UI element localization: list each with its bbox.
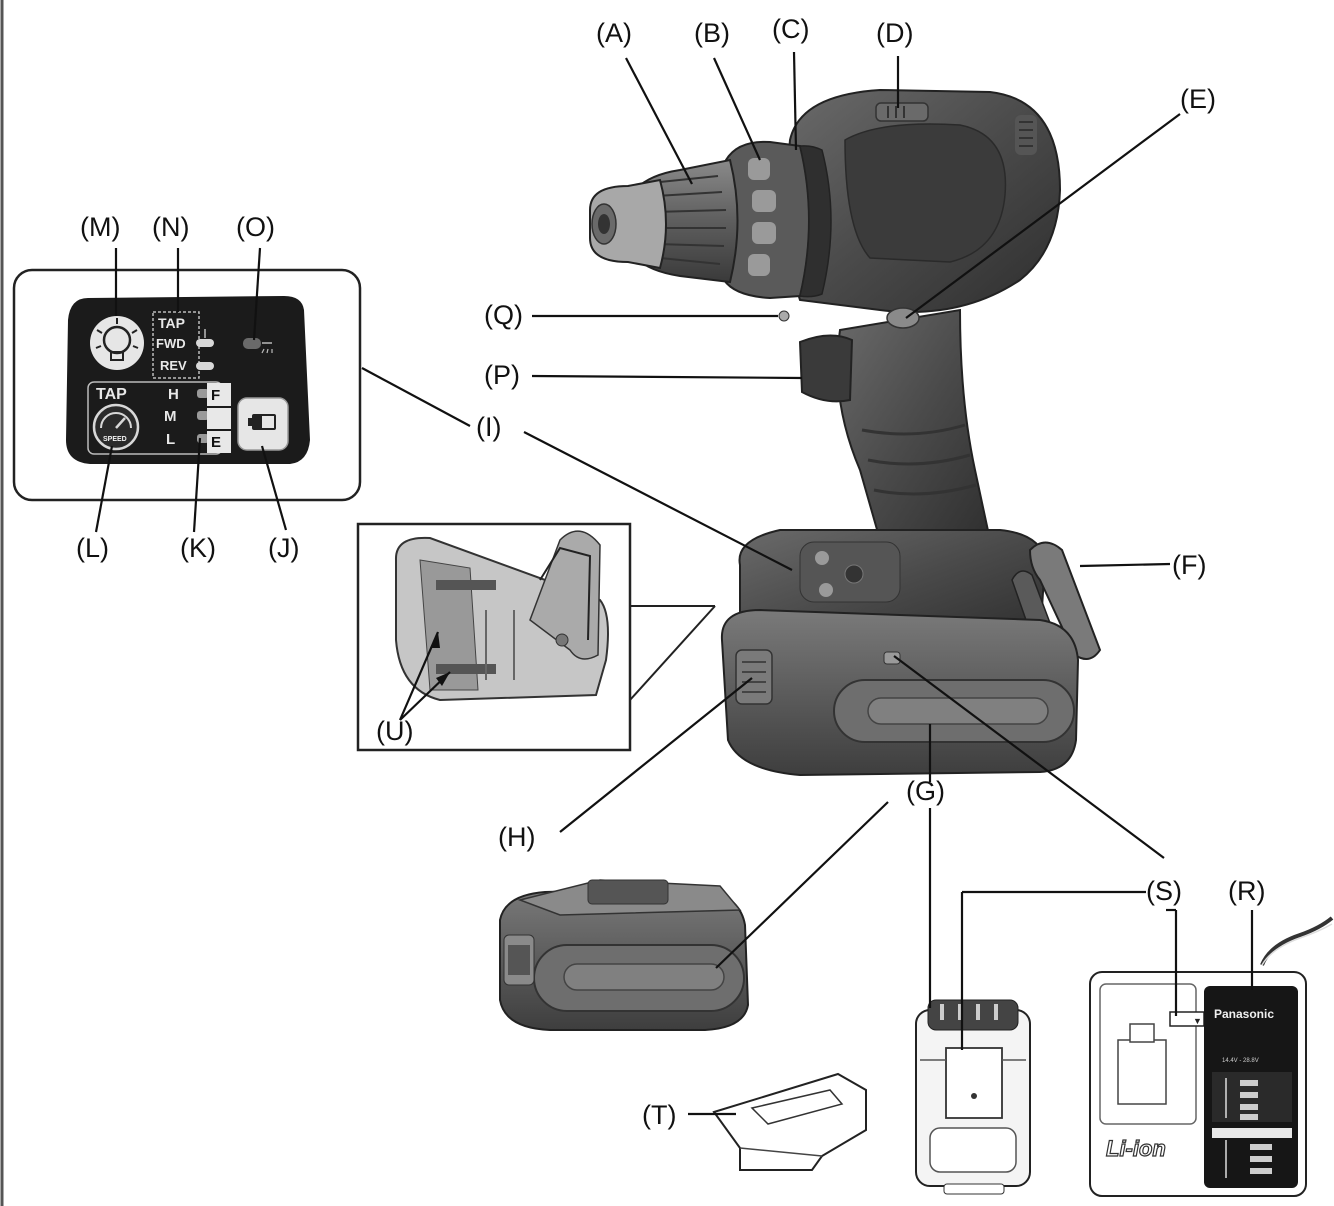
charger-brand: Panasonic [1214, 1007, 1274, 1021]
battery-check-button[interactable] [237, 397, 289, 451]
callout-i: (I) [476, 412, 501, 442]
rev-indicator [196, 362, 214, 370]
panel-e-label: E [211, 434, 221, 451]
charger-type: Li-ion [1106, 1136, 1166, 1161]
speed-m-indicator [197, 411, 209, 420]
leader-lines [94, 51, 1254, 1116]
speed-button[interactable]: SPEED [92, 403, 140, 451]
callout-labels: (A) (B) (C) (D) (E) (F) (G) (H) (I) (J) … [76, 14, 1265, 1130]
control-panel-inset: TAP FWD REV TAP H M L F E [12, 268, 362, 502]
panel-fwd-label: FWD [156, 336, 186, 351]
callout-n: (N) [152, 212, 189, 242]
callout-s: (S) [1146, 876, 1182, 906]
svg-text:▼: ▼ [1193, 1016, 1202, 1026]
callout-b: (B) [694, 18, 730, 48]
callout-a: (A) [596, 18, 632, 48]
callout-d: (D) [876, 18, 913, 48]
speed-button-label: SPEED [103, 436, 127, 443]
callout-f: (F) [1172, 550, 1206, 580]
callout-e: (E) [1180, 84, 1216, 114]
callout-t: (T) [642, 1100, 676, 1130]
callout-r: (R) [1228, 876, 1265, 906]
battery-cover-illustration [712, 1072, 867, 1171]
panel-l-label: L [166, 431, 175, 448]
callout-g-drill: (G) [906, 776, 945, 806]
leader-arrowheads [430, 632, 450, 686]
callout-j: (J) [268, 533, 299, 563]
callout-q: (Q) [484, 300, 523, 330]
panel-h-label: H [168, 386, 179, 403]
charger-voltage: 14.4V - 28.8V [1222, 1058, 1259, 1064]
callout-h: (H) [498, 822, 535, 852]
speed-h-indicator [197, 389, 209, 398]
drill-illustration [589, 88, 1102, 777]
charger-illustration: ▼ Panasonic 14.4V - 28.8V Li-ion [1089, 916, 1334, 1197]
callout-k: (K) [180, 533, 216, 563]
callout-p: (P) [484, 360, 520, 390]
light-icon [90, 316, 144, 370]
callout-m: (M) [80, 212, 120, 242]
callout-o: (O) [236, 212, 275, 242]
callout-c: (C) [772, 14, 809, 44]
callout-u: (U) [376, 716, 413, 746]
callout-l: (L) [76, 533, 109, 563]
panel-m-label: M [164, 408, 177, 425]
panel-f-label: F [211, 387, 220, 404]
panel-tap-label: TAP [158, 315, 185, 331]
fwd-indicator [196, 339, 214, 347]
battery-bottom-view [915, 999, 1031, 1195]
warning-lamp-icon [243, 338, 273, 354]
spare-battery-illustration [499, 879, 750, 1031]
panel-rev-label: REV [160, 358, 187, 373]
panel-tap-speed-label: TAP [96, 386, 127, 403]
